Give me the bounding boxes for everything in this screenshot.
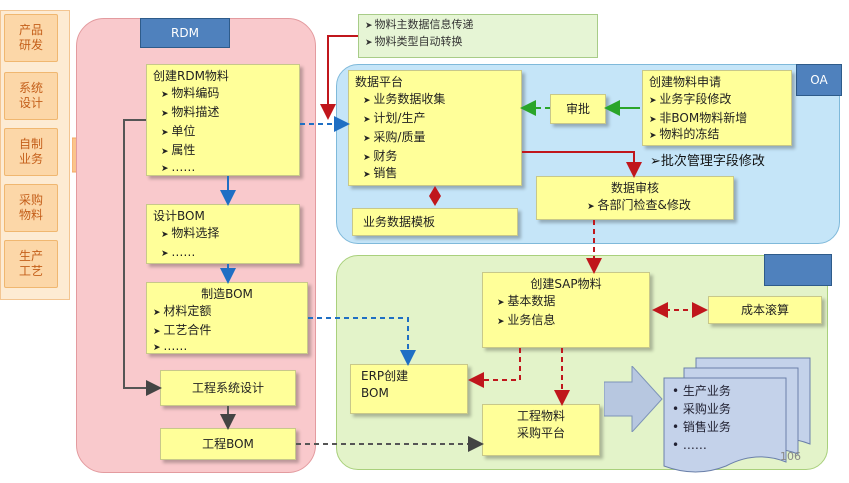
mfg-bom-item: 工艺合件	[153, 322, 301, 341]
create-sap-item: 基本数据	[489, 293, 643, 312]
cost-estimate: 成本滚算	[708, 296, 822, 324]
connector	[468, 348, 521, 388]
data-platform-item: 采购/质量	[355, 129, 515, 148]
left-column-item: 采购 物料	[4, 184, 58, 232]
connector	[522, 151, 642, 178]
sap-tag	[764, 254, 832, 286]
mfg-bom-item: ……	[153, 340, 301, 353]
eng-bom: 工程BOM	[160, 428, 296, 460]
data-review-title: 数据审核	[610, 181, 659, 195]
connector	[429, 186, 441, 206]
connector	[308, 317, 416, 366]
top-note-line-1: 物料主数据信息传递	[365, 17, 591, 34]
design-bom: 设计BOM 物料选择 ……	[146, 204, 300, 264]
mfg-bom-item: 材料定额	[153, 303, 301, 322]
material-request-item: 业务字段修改	[649, 91, 785, 110]
material-request-title: 创建物料申请	[649, 75, 722, 89]
top-note-line-2: 物料类型自动转换	[365, 34, 591, 51]
design-bom-item: 物料选择	[153, 225, 293, 244]
data-platform-item: 财务	[355, 148, 515, 167]
business-list: • 生产业务 • 采购业务 • 销售业务 • ……	[672, 382, 731, 454]
rdm-tag: RDM	[140, 18, 230, 48]
create-sap-title: 创建SAP物料	[530, 277, 602, 291]
data-review-item: 各部门检查&修改	[543, 197, 727, 216]
create-rdm-material-title: 创建RDM物料	[153, 69, 229, 83]
top-note: 物料主数据信息传递 物料类型自动转换	[358, 14, 598, 58]
create-rdm-material: 创建RDM物料 物料编码 物料描述 单位 属性 ……	[146, 64, 300, 176]
create-sap-item: 业务信息	[489, 312, 643, 331]
batch-note: ➢批次管理字段修改	[650, 154, 765, 169]
eng-system-design: 工程系统设计	[160, 370, 296, 406]
data-platform-item: 计划/生产	[355, 110, 515, 129]
biz-template: 业务数据模板	[352, 208, 518, 236]
rdm-item: 单位	[153, 123, 293, 142]
business-list-item: • 销售业务	[672, 420, 731, 434]
document-stack-icon	[663, 357, 811, 473]
rdm-item: 物料描述	[153, 104, 293, 123]
create-sap-material: 创建SAP物料 基本数据 业务信息	[482, 272, 650, 348]
business-list-item: • 生产业务	[672, 384, 731, 398]
oa-tag: OA	[796, 64, 842, 96]
rdm-item: ……	[153, 161, 293, 175]
design-bom-item: ……	[153, 244, 293, 263]
eng-purchase-platform: 工程物料 采购平台	[482, 404, 600, 456]
page-number: 106	[780, 450, 801, 463]
left-column-item: 自制 业务	[4, 128, 58, 176]
data-platform-item: 业务数据收集	[355, 91, 515, 110]
material-request: 创建物料申请 业务字段修改 非BOM物料新增 物料的冻结	[642, 70, 792, 146]
big-right-arrow-icon	[604, 366, 663, 432]
approve-box: 审批	[550, 94, 606, 124]
material-request-item: 非BOM物料新增	[649, 110, 785, 129]
design-bom-title: 设计BOM	[153, 209, 205, 223]
left-column-item: 产品 研发	[4, 14, 58, 62]
data-platform-title: 数据平台	[355, 75, 404, 89]
erp-bom: ERP创建 BOM	[350, 364, 468, 414]
connector	[320, 35, 358, 120]
mfg-bom-title: 制造BOM	[201, 287, 253, 301]
left-column-item: 生产 工艺	[4, 240, 58, 288]
material-request-item: 物料的冻结	[649, 128, 785, 141]
business-list-item: • ……	[672, 438, 707, 452]
rdm-item: 属性	[153, 142, 293, 161]
business-list-item: • 采购业务	[672, 402, 731, 416]
rdm-item: 物料编码	[153, 85, 293, 104]
data-platform-item: 销售	[355, 167, 515, 181]
left-column-item: 系统 设计	[4, 72, 58, 120]
connector	[123, 119, 162, 396]
